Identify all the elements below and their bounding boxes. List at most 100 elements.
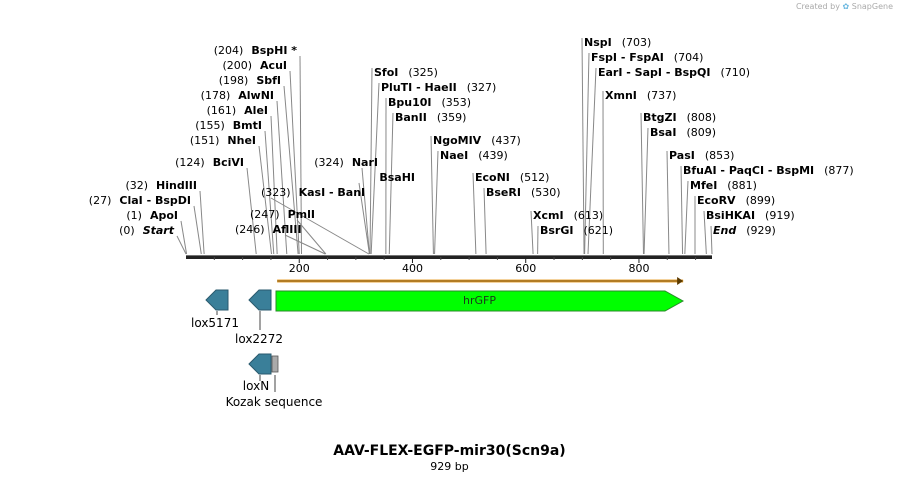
- enzyme-lines: [176, 37, 713, 255]
- kozak-feature: [271, 355, 279, 373]
- enzyme-position: (323): [261, 186, 291, 199]
- enzyme-line: [530, 210, 534, 255]
- enzyme-label: End: [713, 224, 736, 237]
- enzyme-label: ApoI: [150, 209, 178, 222]
- enzyme-position: (437): [491, 134, 521, 147]
- enzyme-line: [584, 52, 590, 255]
- enzyme-label: BsrGI: [540, 224, 573, 237]
- enzyme-label: SbfI: [256, 74, 281, 87]
- enzyme-line: [276, 100, 288, 255]
- axis-tick-label: 400: [402, 262, 423, 275]
- enzyme-position: (359): [437, 111, 467, 124]
- enzyme-line: [258, 145, 272, 255]
- axis-tick-label: 600: [515, 262, 536, 275]
- enzyme-line: [587, 67, 597, 255]
- enzyme-label: BspHI *: [251, 44, 297, 57]
- enzyme-line: [246, 167, 257, 255]
- enzyme-label: NaeI: [440, 149, 468, 162]
- enzyme-line: [483, 187, 487, 255]
- enzyme-label: BtgZI: [643, 111, 677, 124]
- enzyme-line: [199, 190, 205, 255]
- enzyme-label: BsaHI: [379, 171, 415, 184]
- lox5171-label: lox5171: [191, 316, 239, 330]
- enzyme-position: (710): [720, 66, 750, 79]
- snapgene-credit: Created by ✿ SnapGene: [796, 2, 893, 11]
- hrgfp-feature: [275, 290, 685, 312]
- enzyme-line: [430, 135, 434, 255]
- enzyme-label: Start: [143, 224, 175, 237]
- enzyme-position: (0): [119, 224, 135, 237]
- enzyme-position: (151): [190, 134, 220, 147]
- enzyme-label: BseRI: [486, 186, 521, 199]
- lox5171-feature: [205, 289, 229, 311]
- enzyme-position: (1): [126, 209, 142, 222]
- enzyme-labels: BspHI *(204)AcuI(200)SbfI(198)AlwNI(178)…: [89, 36, 854, 237]
- enzyme-line: [680, 165, 684, 255]
- enzyme-position: (161): [207, 104, 237, 117]
- loxn-feature: [248, 353, 272, 375]
- enzyme-line: [264, 130, 275, 255]
- enzyme-position: (325): [408, 66, 438, 79]
- axis-tick-label: 200: [289, 262, 310, 275]
- enzyme-label: BciVI: [213, 156, 244, 169]
- enzyme-label: BanII: [395, 111, 427, 124]
- orf-arrowhead: [677, 277, 684, 285]
- enzyme-line: [270, 115, 278, 255]
- axis-bar: [186, 255, 712, 259]
- enzyme-line: [299, 55, 303, 255]
- enzyme-line: [176, 235, 187, 255]
- enzyme-position: (327): [467, 81, 497, 94]
- enzyme-line: [370, 82, 380, 255]
- enzyme-label: HindIII: [156, 179, 197, 192]
- enzyme-label: XmnI: [605, 89, 637, 102]
- enzyme-label: EcoNI: [475, 171, 510, 184]
- map-length: 929 bp: [430, 460, 469, 473]
- enzyme-position: (324): [314, 156, 344, 169]
- enzyme-line: [388, 112, 394, 255]
- enzyme-position: (200): [222, 59, 252, 72]
- enzyme-label: PmlI: [288, 208, 315, 221]
- enzyme-line: [472, 172, 477, 255]
- enzyme-position: (512): [520, 171, 550, 184]
- credit-prefix: Created by: [795, 2, 840, 11]
- snapgene-logo-icon: ✿: [842, 2, 850, 11]
- enzyme-label: AcuI: [260, 59, 287, 72]
- enzyme-label: AleI: [244, 104, 268, 117]
- enzyme-position: (899): [746, 194, 776, 207]
- enzyme-label: PluTI - HaeII: [381, 81, 457, 94]
- enzyme-label: BfuAI - PaqCI - BspMI: [683, 164, 814, 177]
- credit-brand: SnapGene: [851, 2, 893, 11]
- hrgfp-label: hrGFP: [463, 294, 496, 307]
- enzyme-position: (439): [478, 149, 508, 162]
- enzyme-label: EarI - SapI - BspQI: [598, 66, 710, 79]
- enzyme-line: [684, 180, 689, 255]
- enzyme-position: (124): [175, 156, 205, 169]
- enzyme-line: [193, 205, 202, 255]
- enzyme-label: SfoI: [374, 66, 398, 79]
- enzyme-position: (853): [705, 149, 735, 162]
- enzyme-line: [289, 70, 300, 255]
- enzyme-label: NgoMIV: [433, 134, 482, 147]
- kozak-label: Kozak sequence: [226, 395, 323, 409]
- enzyme-label: BmtI: [233, 119, 262, 132]
- enzyme-line: [640, 112, 644, 255]
- enzyme-position: (246): [235, 223, 265, 236]
- enzyme-label: PasI: [669, 149, 695, 162]
- map-title: AAV-FLEX-EGFP-mir30(Scn9a): [333, 443, 566, 459]
- enzyme-label: MfeI: [690, 179, 717, 192]
- enzyme-position: (881): [727, 179, 757, 192]
- enzyme-position: (247): [250, 208, 280, 221]
- enzyme-label: EcoRV: [697, 194, 736, 207]
- enzyme-line: [710, 225, 713, 255]
- enzyme-position: (155): [195, 119, 225, 132]
- enzyme-position: (32): [125, 179, 148, 192]
- enzyme-position: (737): [647, 89, 677, 102]
- enzyme-line: [581, 37, 585, 255]
- enzyme-line: [180, 220, 188, 255]
- enzyme-position: (703): [622, 36, 652, 49]
- enzyme-label: ClaI - BspDI: [119, 194, 191, 207]
- enzyme-position: (704): [674, 51, 704, 64]
